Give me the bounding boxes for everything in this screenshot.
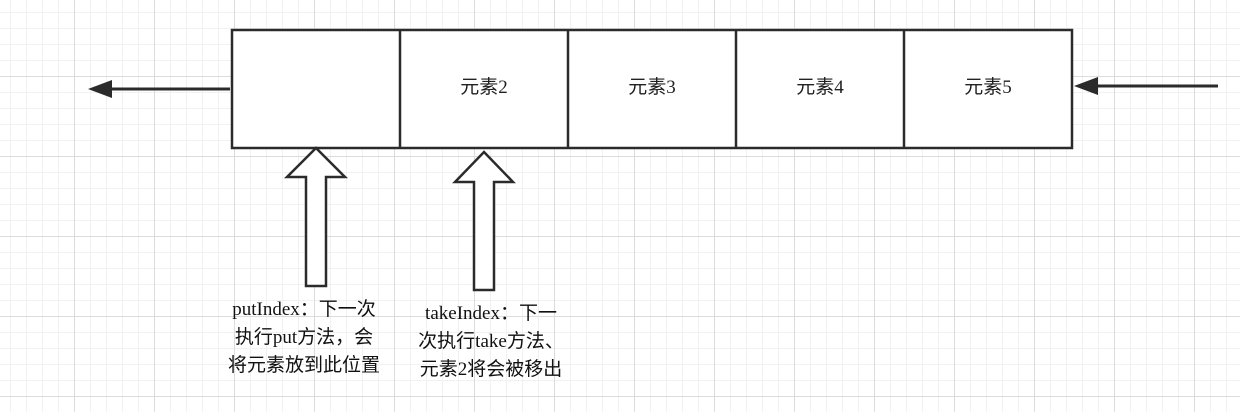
dequeue-arrowhead	[88, 80, 112, 98]
take-index-note-line: 元素2将会被移出	[419, 359, 563, 380]
take-index-note-line: takeIndex：下一	[425, 303, 557, 324]
take-index-note: takeIndex：下一 次执行take方法、 元素2将会被移出	[398, 300, 584, 384]
queue-cell-3: 元素3	[628, 77, 676, 98]
take-index-pointer-arrow	[452, 150, 516, 292]
put-index-pointer-arrow	[283, 146, 349, 288]
put-index-note-line: putIndex：下一次	[232, 299, 376, 320]
take-index-note-line: 次执行take方法、	[418, 331, 564, 352]
queue-cell-2: 元素2	[460, 77, 508, 98]
queue-cell-4: 元素4	[796, 77, 844, 98]
put-index-note: putIndex：下一次 执行put方法，会 将元素放到此位置	[208, 296, 400, 380]
enqueue-arrowhead	[1074, 77, 1098, 95]
put-index-note-line: 将元素放到此位置	[227, 355, 380, 376]
queue-cell-5: 元素5	[964, 77, 1012, 98]
put-index-note-line: 执行put方法，会	[234, 327, 374, 348]
queue-box	[230, 28, 1074, 150]
